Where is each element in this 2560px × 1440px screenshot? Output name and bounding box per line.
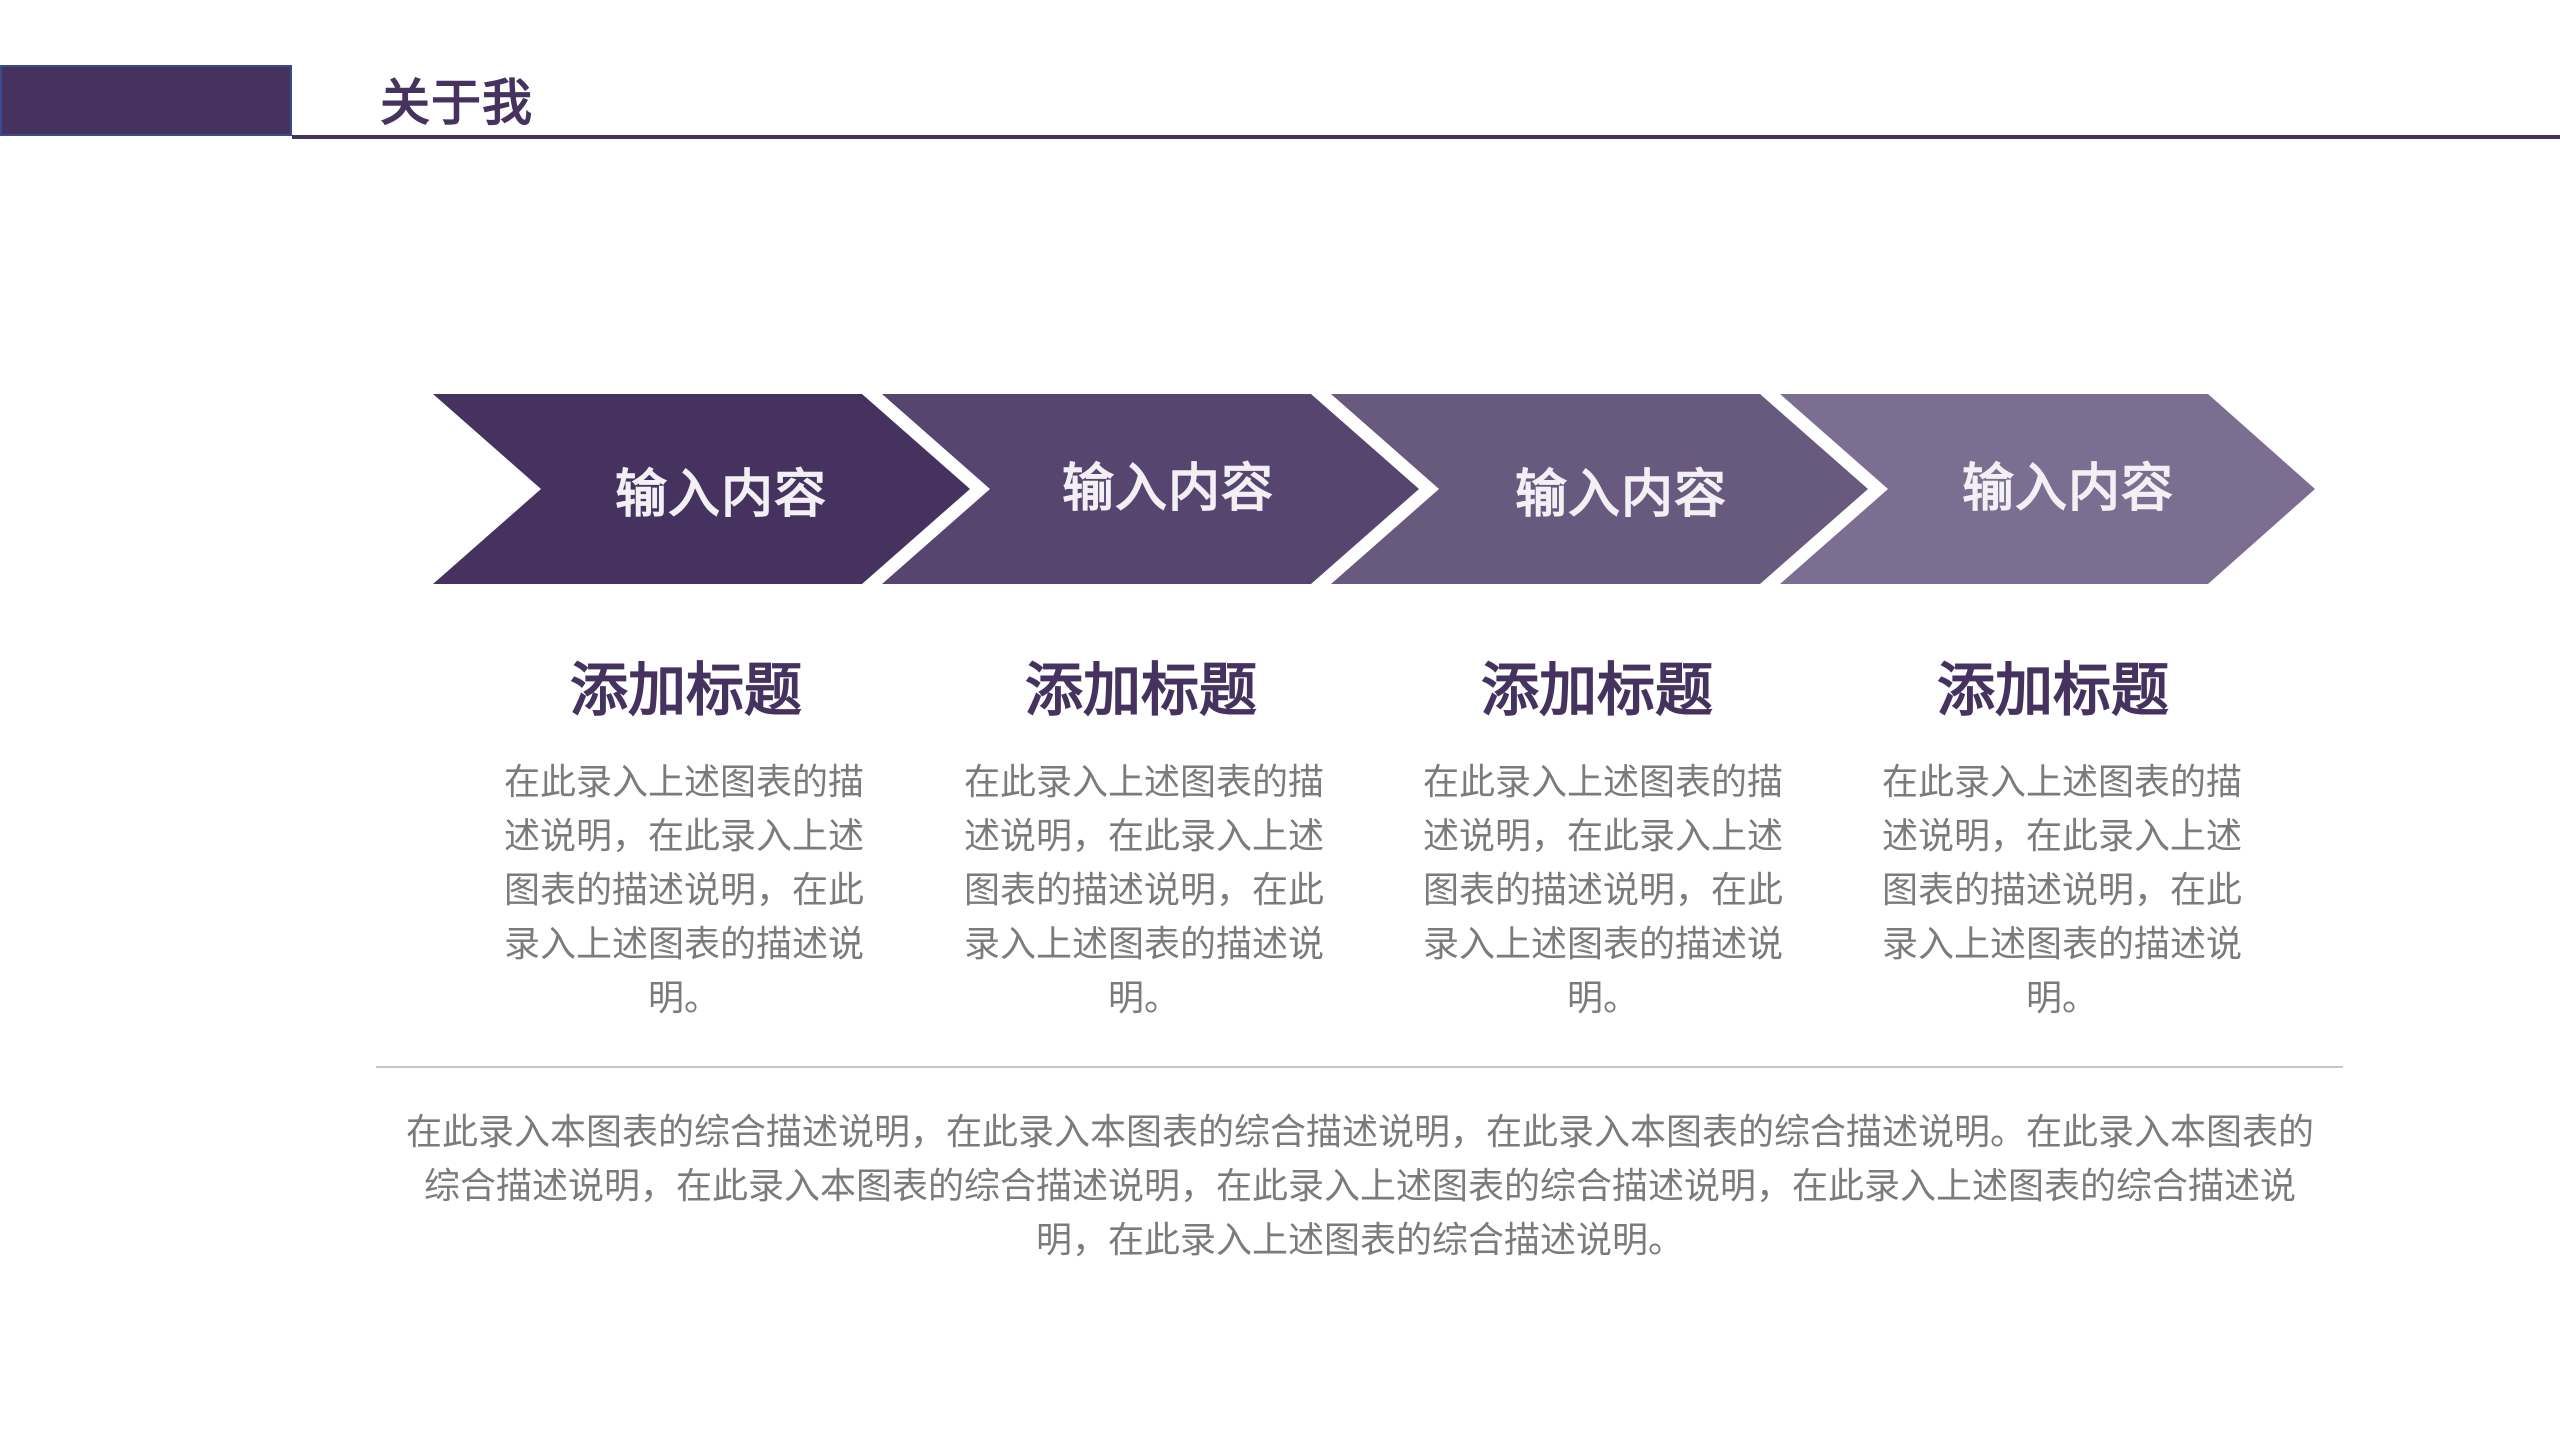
summary-paragraph: 在此录入本图表的综合描述说明，在此录入本图表的综合描述说明，在此录入本图表的综合… [405, 1112, 2314, 1261]
step-1-title: 添加标题 [569, 656, 802, 724]
step-4-title: 添加标题 [1936, 656, 2169, 724]
process-arrow-4-label: 输入内容 [1961, 459, 2174, 519]
section-divider [376, 1066, 2343, 1068]
step-2-title: 添加标题 [1024, 656, 1257, 724]
step-4-description: 在此录入上述图表的描述说明，在此录入上述图表的描述说明，在此录入上述图表的描述说… [1881, 762, 2242, 1019]
process-arrow-3-label: 输入内容 [1514, 465, 1727, 525]
step-3-description: 在此录入上述图表的描述说明，在此录入上述图表的描述说明，在此录入上述图表的描述说… [1422, 762, 1783, 1019]
process-arrow-1-label: 输入内容 [614, 465, 827, 525]
step-3-title: 添加标题 [1480, 656, 1713, 724]
step-1-description: 在此录入上述图表的描述说明，在此录入上述图表的描述说明，在此录入上述图表的描述说… [503, 762, 864, 1019]
step-2-description: 在此录入上述图表的描述说明，在此录入上述图表的描述说明，在此录入上述图表的描述说… [963, 762, 1324, 1019]
process-arrow-2-label: 输入内容 [1061, 459, 1274, 519]
header-underline [292, 135, 2560, 139]
page-title: 关于我 [380, 74, 533, 132]
header-accent-block [0, 65, 292, 136]
